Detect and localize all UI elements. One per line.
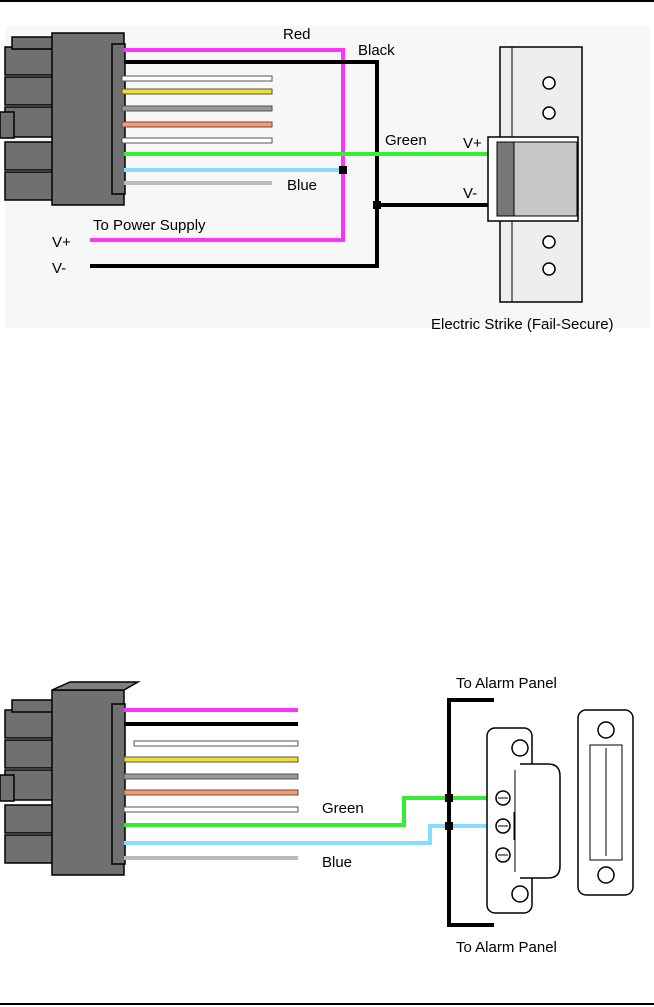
label-black: Black <box>358 42 395 59</box>
junction-dot-1 <box>339 166 347 174</box>
wire-yellow <box>121 88 273 95</box>
connector-1 <box>0 32 126 206</box>
wire-white-striped-2 <box>133 740 299 747</box>
wire-gray-1-2 <box>123 773 299 780</box>
label-to-alarm-panel-bottom: To Alarm Panel <box>456 939 557 956</box>
electric-strike <box>487 46 583 303</box>
junction-dot-3 <box>445 794 453 802</box>
magnet <box>577 709 634 896</box>
wire-orange <box>121 121 273 128</box>
label-to-power-supply: To Power Supply <box>93 217 206 234</box>
label-blue: Blue <box>287 177 317 194</box>
alarm-panel-line <box>447 698 494 927</box>
wire-white-striped <box>121 75 273 82</box>
label-to-alarm-panel-top: To Alarm Panel <box>456 675 557 692</box>
junction-dot-2 <box>373 201 381 209</box>
label-green: Green <box>385 132 427 149</box>
label-v-minus-supply: V- <box>52 260 66 277</box>
label-v-plus-strike: V+ <box>463 135 482 152</box>
label-v-plus-supply: V+ <box>52 234 71 251</box>
label-strike-caption: Electric Strike (Fail-Secure) <box>431 316 614 333</box>
wire-blue-2 <box>124 824 494 845</box>
diagram-2-alarm-panel: Green Blue To Alarm Panel To Alarm Panel <box>0 675 634 956</box>
wire-white <box>121 137 273 144</box>
junction-dot-4 <box>445 822 453 830</box>
connector-2 <box>0 681 141 876</box>
wire-gray-1 <box>121 105 273 112</box>
wire-orange-2 <box>123 789 299 796</box>
wire-white-2 <box>123 806 299 813</box>
contact-switch <box>486 727 561 914</box>
wire-red <box>90 48 345 242</box>
label-green-2: Green <box>322 800 364 817</box>
label-v-minus-strike: V- <box>463 185 477 202</box>
wire-black <box>90 60 379 268</box>
diagram-1-fail-secure: Red Black Green Blue V+ V- To Power Supp… <box>0 26 650 333</box>
label-red: Red <box>283 26 311 43</box>
wire-yellow-2 <box>123 756 299 763</box>
label-blue-2: Blue <box>322 854 352 871</box>
